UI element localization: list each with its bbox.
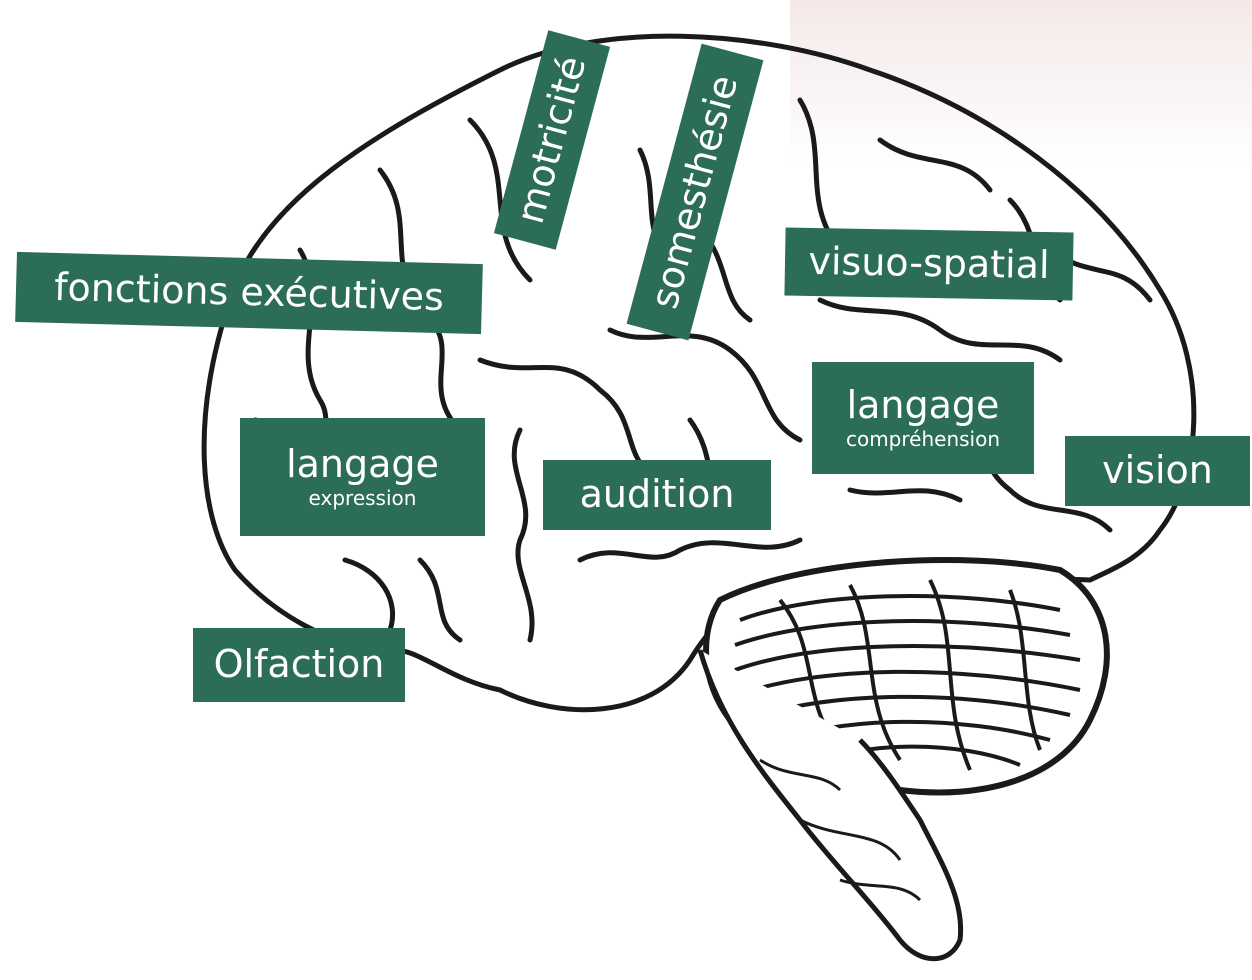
label-fonctions-executives: fonctions exécutives (15, 251, 483, 335)
brainstem-lines (759, 758, 922, 902)
label-text: fonctions exécutives (53, 264, 445, 320)
paper-tint (790, 0, 1252, 170)
label-audition: audition (543, 460, 771, 530)
cerebellum-folia (734, 579, 1081, 771)
label-langage-comprehension: langage compréhension (812, 362, 1034, 474)
label-subtext: expression (308, 486, 417, 511)
label-text: langage (286, 441, 439, 486)
label-visuo-spatial: visuo-spatial (784, 227, 1074, 301)
label-text: Olfaction (213, 642, 385, 687)
label-text: visuo-spatial (808, 238, 1050, 288)
label-text: audition (579, 472, 735, 517)
label-langage-expression: langage expression (240, 418, 485, 536)
label-subtext: compréhension (845, 427, 1001, 452)
label-text: langage (846, 382, 1000, 427)
label-text: vision (1102, 448, 1213, 493)
label-olfaction: Olfaction (193, 628, 405, 702)
brainstem (697, 649, 964, 962)
label-vision: vision (1065, 436, 1250, 506)
